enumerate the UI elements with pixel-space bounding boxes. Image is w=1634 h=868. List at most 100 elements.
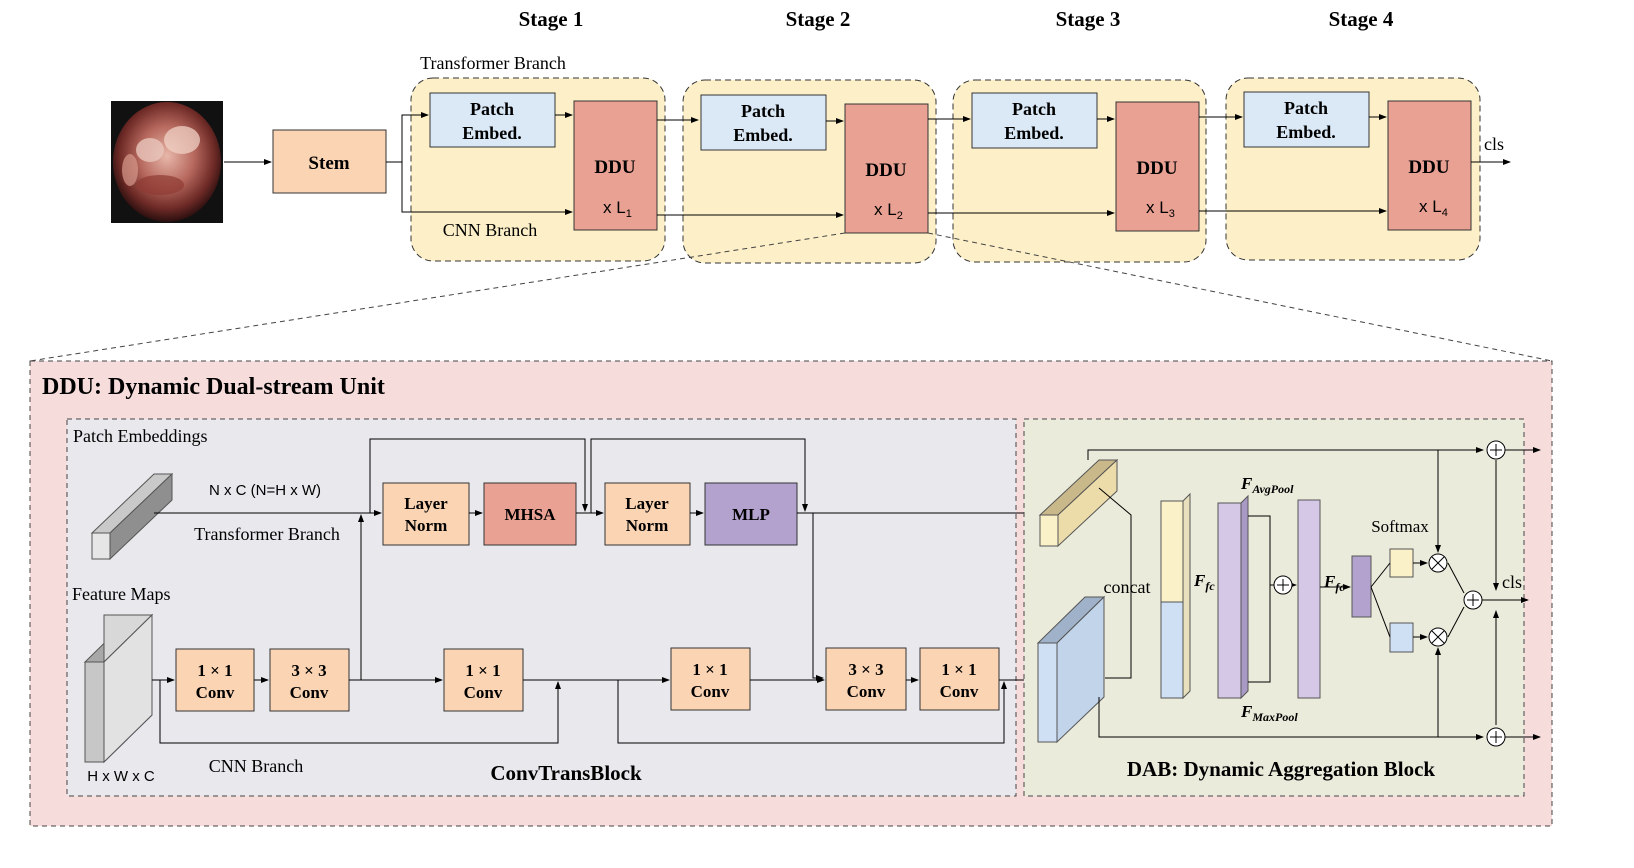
layer-norm-2-block bbox=[604, 482, 691, 546]
patch-embed-4-line2: Embed. bbox=[1276, 122, 1336, 142]
patch-embedding-cuboid bbox=[90, 472, 174, 561]
concat-label: concat bbox=[1104, 577, 1151, 597]
dab-connections bbox=[1087, 447, 1541, 740]
conv1x1-3-line1: 1 × 1 bbox=[692, 660, 727, 679]
stage-3-title: Stage 3 bbox=[1056, 7, 1121, 31]
input-endoscopy-image bbox=[111, 101, 223, 223]
ddu-transformer-branch-label: Transformer Branch bbox=[194, 524, 340, 544]
layer-norm-1-line1: Layer bbox=[404, 494, 448, 513]
favgpool-label: FAvgPool bbox=[1240, 474, 1294, 496]
conv3x3-1-line2: Conv bbox=[290, 683, 329, 702]
patch-embed-4-line1: Patch bbox=[1284, 98, 1328, 118]
ddu-block-4 bbox=[1387, 100, 1472, 231]
softmax-weight-feature bbox=[1389, 622, 1414, 653]
mhsa-block bbox=[483, 482, 577, 546]
map-shape-label: H x W x C bbox=[87, 768, 155, 785]
patch-embeddings-label: Patch Embeddings bbox=[73, 426, 207, 446]
feature-maps-label: Feature Maps bbox=[72, 584, 170, 604]
stem-label: Stem bbox=[308, 153, 349, 174]
transformer-row: Layer Norm MHSA Layer Norm MLP bbox=[154, 438, 1039, 681]
transformer-branch-label: Transformer Branch bbox=[420, 53, 566, 73]
plus-icon-pool bbox=[1273, 575, 1293, 595]
patch-embed-1 bbox=[429, 92, 556, 148]
patch-embed-4 bbox=[1243, 91, 1370, 148]
ddu-panel-title: DDU: Dynamic Dual-stream Unit bbox=[42, 374, 385, 400]
times-icon-bottom bbox=[1428, 627, 1448, 647]
layer-norm-2-line2: Norm bbox=[626, 516, 668, 535]
conv1x1-4-line2: Conv bbox=[940, 682, 979, 701]
ddu-block-3 bbox=[1115, 101, 1200, 232]
times-icon-top bbox=[1428, 553, 1448, 573]
mhsa-label: MHSA bbox=[505, 505, 557, 524]
conv1x1-block-4 bbox=[919, 647, 1000, 711]
conv1x1-4-line1: 1 × 1 bbox=[941, 660, 976, 679]
patch-embed-3-line1: Patch bbox=[1012, 99, 1056, 119]
stage-3-blocks: Patch Embed. DDU x L3 bbox=[928, 92, 1200, 232]
ddu-block-1 bbox=[573, 100, 658, 231]
conv1x1-2-line2: Conv bbox=[464, 683, 503, 702]
plus-icon-sum bbox=[1463, 590, 1483, 610]
fc-output-bar bbox=[1351, 555, 1372, 618]
conv3x3-1-line1: 3 × 3 bbox=[291, 661, 326, 680]
dab-token-cuboid bbox=[1038, 458, 1119, 548]
conv3x3-block-1 bbox=[269, 648, 350, 712]
conv1x1-3-line2: Conv bbox=[691, 682, 730, 701]
cnn-row-arrows bbox=[152, 514, 1037, 744]
conv3x3-block-2 bbox=[825, 647, 907, 711]
plus-icon-bottom-residual bbox=[1486, 727, 1506, 747]
cnn-branch-label: CNN Branch bbox=[443, 220, 537, 240]
stage-2-title: Stage 2 bbox=[786, 7, 851, 31]
ffc-label-1: Ffc bbox=[1193, 571, 1215, 593]
ddu-3-label: DDU bbox=[1136, 158, 1177, 179]
plus-icon-top-residual bbox=[1486, 440, 1506, 460]
token-shape-label: N x C (N=H x W) bbox=[209, 482, 321, 499]
ddu-4-repeat: x L4 bbox=[1419, 197, 1448, 219]
stage-4-title: Stage 4 bbox=[1329, 7, 1394, 31]
stage-4-blocks: Patch Embed. DDU x L4 cls bbox=[1199, 91, 1511, 231]
ddu-1-label: DDU bbox=[594, 157, 635, 178]
dab-operators bbox=[1273, 440, 1506, 747]
stage-1-title: Stage 1 bbox=[519, 7, 584, 31]
pooled-bar bbox=[1217, 494, 1249, 700]
fmaxpool-label: FMaxPool bbox=[1240, 702, 1298, 724]
ddu-3-repeat: x L3 bbox=[1146, 198, 1175, 220]
patch-embed-2 bbox=[700, 94, 827, 151]
ddu-block-2 bbox=[844, 103, 929, 234]
ddu-1-repeat: x L1 bbox=[603, 198, 632, 220]
mlp-block bbox=[704, 482, 798, 546]
zoom-line-left bbox=[29, 232, 846, 362]
stage-titles: Stage 1 Stage 2 Stage 3 Stage 4 bbox=[519, 7, 1394, 31]
ddu-2-label: DDU bbox=[865, 160, 906, 181]
ddu-2-repeat: x L2 bbox=[874, 200, 903, 222]
convtransblock-panel bbox=[66, 418, 1017, 797]
convtransblock-title: ConvTransBlock bbox=[490, 761, 642, 785]
layer-norm-1-block bbox=[382, 482, 470, 546]
patch-embed-3 bbox=[971, 92, 1098, 149]
layer-norm-2-line1: Layer bbox=[625, 494, 669, 513]
conv3x3-2-line2: Conv bbox=[847, 682, 886, 701]
dab-title: DAB: Dynamic Aggregation Block bbox=[1127, 757, 1436, 781]
dab-feature-cuboid bbox=[1036, 595, 1106, 744]
layer-norm-1-line2: Norm bbox=[405, 516, 447, 535]
stage-1-blocks: Patch Embed. DDU x L1 bbox=[429, 92, 658, 231]
ddu-4-label: DDU bbox=[1408, 157, 1449, 178]
softmax-weight-token bbox=[1389, 548, 1414, 578]
arrow-stem-patch bbox=[386, 112, 429, 163]
conv1x1-1-line1: 1 × 1 bbox=[197, 661, 232, 680]
stem-block bbox=[272, 129, 387, 194]
conv1x1-block-3 bbox=[670, 647, 751, 711]
stage-2-blocks: Patch Embed. DDU x L2 bbox=[657, 94, 929, 234]
softmax-label: Softmax bbox=[1371, 517, 1429, 536]
conv3x3-2-line1: 3 × 3 bbox=[848, 660, 883, 679]
conv1x1-block-1 bbox=[175, 648, 255, 712]
zoom-line-right bbox=[927, 232, 1553, 362]
concat-bar bbox=[1160, 492, 1191, 700]
dab-output-label: cls bbox=[1502, 572, 1522, 592]
cnn-row: 1 × 1 Conv 3 × 3 Conv 1 × 1 Conv 1 × 1 C… bbox=[175, 647, 1000, 712]
mlp-label: MLP bbox=[732, 505, 770, 524]
patch-embed-2-line1: Patch bbox=[741, 101, 785, 121]
patch-embed-3-line2: Embed. bbox=[1004, 123, 1064, 143]
conv1x1-2-line1: 1 × 1 bbox=[465, 661, 500, 680]
patch-embed-1-line1: Patch bbox=[470, 99, 514, 119]
